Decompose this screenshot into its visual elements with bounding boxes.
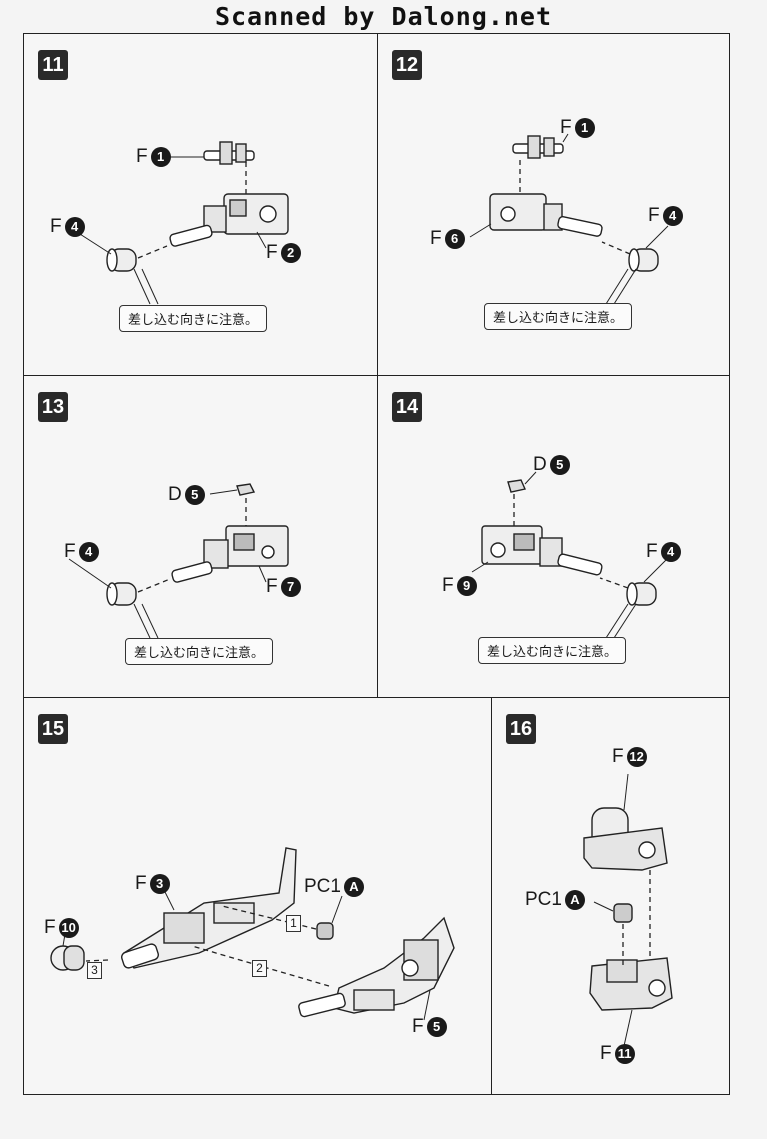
step-15-panel: 15: [23, 697, 493, 1095]
step-12-diagram: [469, 133, 669, 305]
caution-note: 差し込む向きに注意。: [484, 303, 633, 330]
step-11-diagram: [68, 141, 289, 305]
step-number: 15: [38, 714, 68, 744]
step-15-diagram: [50, 847, 455, 1021]
step-number: 14: [392, 392, 422, 422]
sequence-marker: 1: [286, 915, 301, 932]
sequence-marker: 3: [87, 962, 102, 979]
step-number: 12: [392, 50, 422, 80]
step-number: 16: [506, 714, 536, 744]
step-13-diagram: [68, 483, 289, 639]
scan-credit: Scanned by Dalong.net: [214, 2, 553, 31]
caution-note: 差し込む向きに注意。: [119, 305, 268, 332]
step-number: 11: [38, 50, 68, 80]
caution-note: 差し込む向きに注意。: [125, 638, 274, 665]
step-14-diagram: [471, 471, 669, 639]
step-16-diagram: [583, 773, 673, 1047]
step-number: 13: [38, 392, 68, 422]
caution-note: 差し込む向きに注意。: [478, 637, 627, 664]
sequence-marker: 2: [252, 960, 267, 977]
